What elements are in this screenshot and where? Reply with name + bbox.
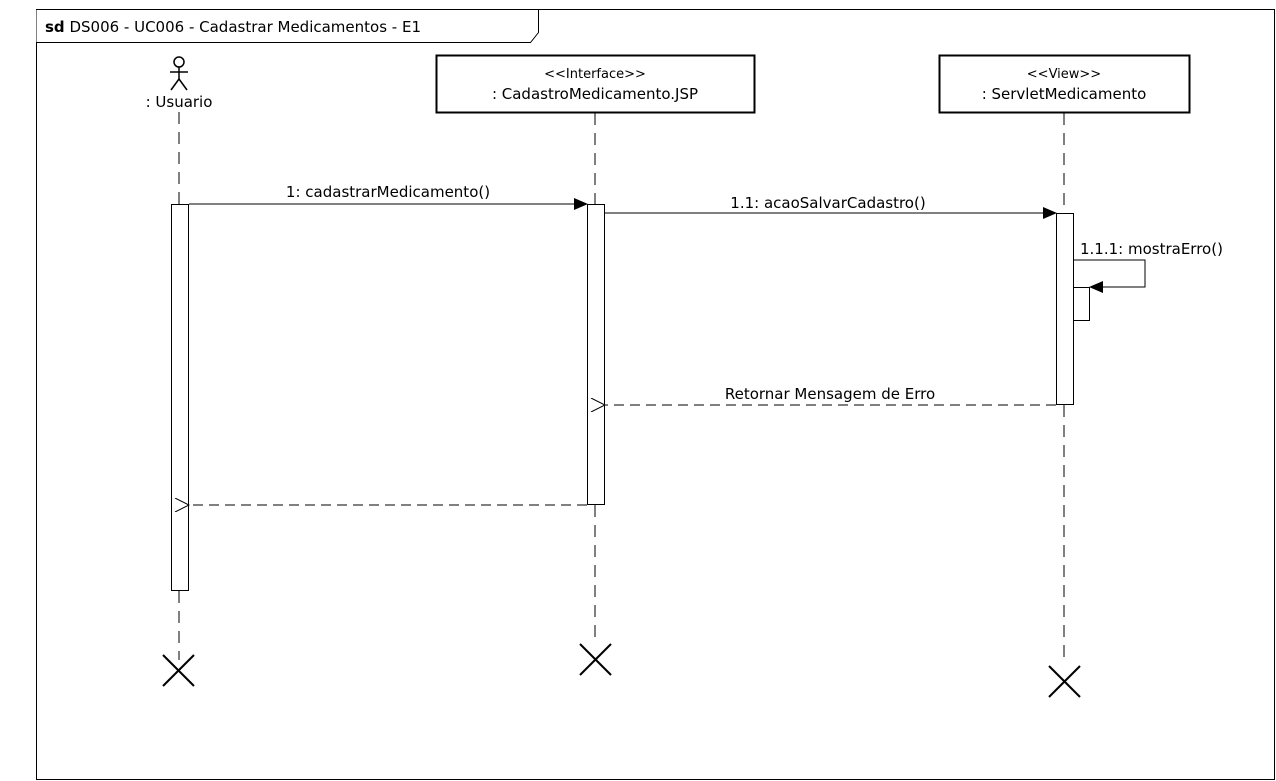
- lifeline-name-jsp: : CadastroMedicamento.JSP: [492, 85, 698, 103]
- frame-title-text: DS006 - UC006 - Cadastrar Medicamentos -…: [69, 18, 421, 36]
- stereotype-jsp: <<Interface>>: [544, 67, 646, 82]
- frame-title-tab: [36, 9, 539, 43]
- lifeline-name-servlet: : ServletMedicamento: [982, 85, 1147, 103]
- message-return-error: Retornar Mensagem de Erro: [605, 385, 1056, 405]
- frame-keyword: sd: [45, 18, 65, 36]
- destroy-marker-servlet: [1048, 665, 1081, 698]
- frame-title: sd DS006 - UC006 - Cadastrar Medicamento…: [45, 18, 421, 36]
- activation-servlet: [1056, 213, 1074, 405]
- activation-usuario: [171, 204, 189, 591]
- message-1-1-1-arrow: [1073, 259, 1146, 293]
- lifeline-jsp: <<Interface>> : CadastroMedicamento.JSP: [435, 54, 756, 676]
- message-1-1-1-label: 1.1.1: mostraErro(): [1080, 240, 1223, 258]
- stereotype-servlet: <<View>>: [1027, 67, 1101, 82]
- activation-jsp: [587, 204, 605, 505]
- destroy-marker-jsp: [579, 643, 612, 676]
- lifeline-servlet: <<View>> : ServletMedicamento: [938, 54, 1191, 698]
- message-return-error-label: Retornar Mensagem de Erro: [725, 385, 935, 403]
- lifeline-usuario: : Usuario: [146, 56, 213, 687]
- message-1-1: 1.1: acaoSalvarCadastro(): [605, 194, 1057, 219]
- actor-icon: [170, 56, 188, 91]
- lifeline-head-servlet: [938, 54, 1191, 114]
- message-1: 1: cadastrarMedicamento(): [189, 183, 588, 210]
- lifeline-head-jsp: [435, 54, 756, 114]
- destroy-marker-usuario: [162, 654, 195, 687]
- actor-name-usuario: : Usuario: [146, 93, 213, 111]
- message-1-1-1: 1.1.1: mostraErro(): [1073, 240, 1223, 293]
- message-1-1-label: 1.1: acaoSalvarCadastro(): [730, 194, 925, 212]
- diagram-frame: [36, 9, 1275, 780]
- message-1-label: 1: cadastrarMedicamento(): [286, 183, 490, 201]
- activation-servlet-nested: [1073, 287, 1090, 321]
